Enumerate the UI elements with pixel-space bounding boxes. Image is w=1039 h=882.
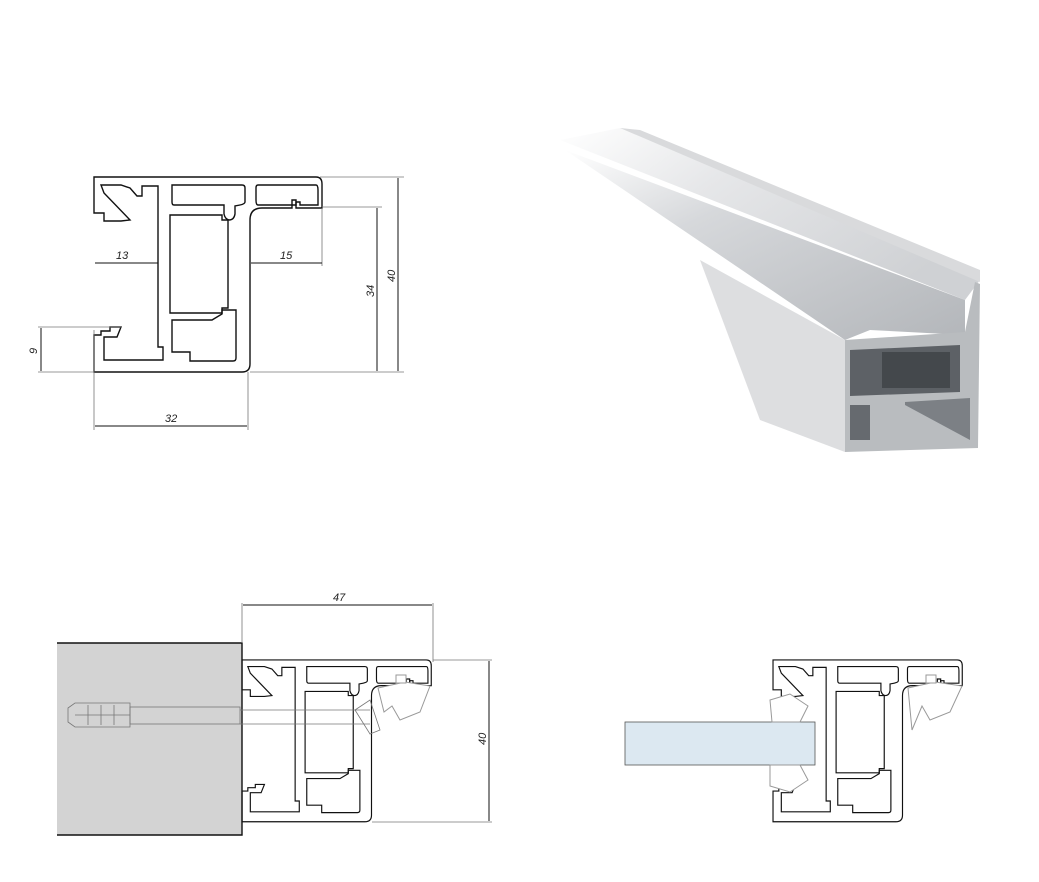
dimension-40-bottom: 40 bbox=[477, 661, 490, 821]
wall-dowel-screw bbox=[67, 699, 381, 735]
dim-label-34: 34 bbox=[365, 285, 377, 297]
gasket-lip bbox=[925, 674, 937, 684]
dimension-9: 9 bbox=[28, 328, 42, 371]
aluminium-profile-outline bbox=[93, 176, 323, 373]
dim-label-32: 32 bbox=[165, 413, 177, 425]
dimension-34: 34 bbox=[365, 208, 378, 371]
dimension-32: 32 bbox=[95, 413, 247, 427]
dim-label-15: 15 bbox=[280, 250, 293, 262]
dim-label-13: 13 bbox=[116, 250, 129, 262]
glass-mount-section bbox=[624, 659, 963, 823]
glass-gasket-bottom bbox=[769, 764, 809, 793]
profile-cross-section: 13 15 34 40 9 32 bbox=[28, 176, 404, 430]
dimension-15: 15 bbox=[251, 250, 322, 264]
glazing-gasket bbox=[377, 681, 431, 721]
dimension-13: 13 bbox=[95, 250, 158, 264]
dimension-40: 40 bbox=[386, 178, 399, 371]
wall-mount-section: 47 40 bbox=[57, 592, 492, 836]
dim-label-40: 40 bbox=[386, 269, 398, 282]
gasket-lip bbox=[395, 674, 407, 684]
dim-label-47: 47 bbox=[333, 592, 346, 604]
glass-panel bbox=[624, 721, 816, 766]
profile-3d-render bbox=[560, 128, 980, 452]
dimension-47: 47 bbox=[243, 592, 432, 606]
glazing-gasket bbox=[907, 681, 963, 731]
glass-gasket-top bbox=[769, 693, 809, 723]
dim-label-40-bottom: 40 bbox=[477, 732, 489, 745]
dim-label-9: 9 bbox=[28, 348, 40, 354]
wall bbox=[57, 643, 242, 835]
